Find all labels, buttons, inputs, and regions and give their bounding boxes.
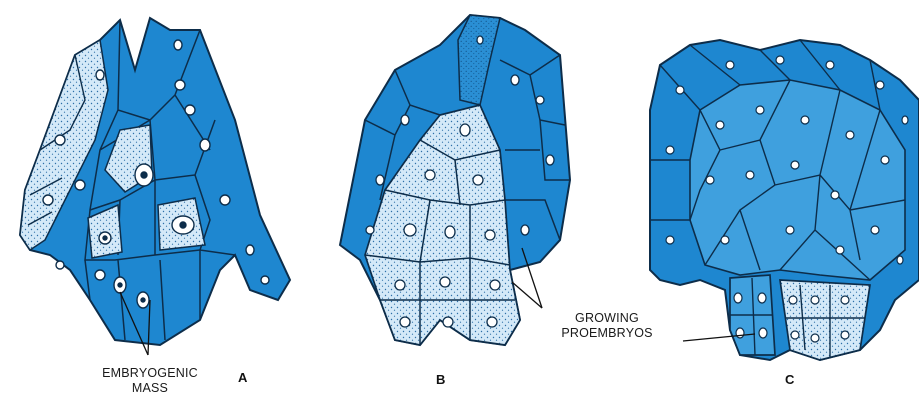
panel-label-c: C: [785, 372, 794, 387]
panel-c-tissue: [650, 40, 919, 360]
panel-c-proembryo-right: [780, 280, 870, 360]
embryogenic-mass-label: EMBRYOGENIC MASS: [94, 366, 206, 396]
growing-label-line2: PROEMBRYOS: [545, 326, 669, 341]
embryogenic-label-line2: MASS: [94, 381, 206, 396]
embryogenic-label-line1: EMBRYOGENIC: [94, 366, 206, 381]
panel-label-b: B: [436, 372, 445, 387]
growing-proembryos-label: GROWING PROEMBRYOS: [545, 311, 669, 341]
growing-label-line1: GROWING: [545, 311, 669, 326]
panel-label-a: A: [238, 370, 247, 385]
panel-b-tissue: [340, 15, 570, 345]
panel-a-tissue: [20, 18, 290, 345]
